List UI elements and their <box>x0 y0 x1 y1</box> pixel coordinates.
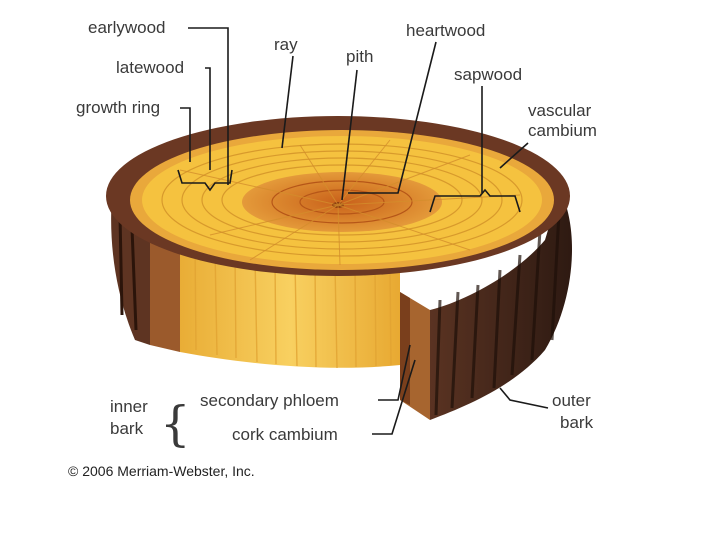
inner-bark-brace: { <box>160 396 191 452</box>
label-latewood: latewood <box>116 58 184 77</box>
label-vascular: vascular <box>528 101 592 120</box>
label-outer-bark: bark <box>560 413 594 432</box>
label-ray: ray <box>274 35 298 54</box>
label-pith: pith <box>346 47 373 66</box>
label-cork-cambium: cork cambium <box>232 425 338 444</box>
label-sapwood: sapwood <box>454 65 522 84</box>
label-heartwood: heartwood <box>406 21 485 40</box>
label-outer: outer <box>552 391 591 410</box>
label-earlywood: earlywood <box>88 18 166 37</box>
copyright-notice: © 2006 Merriam-Webster, Inc. <box>68 463 255 479</box>
label-secondary-phloem: secondary phloem <box>200 391 339 410</box>
label-inner: inner <box>110 397 148 416</box>
outer-bark-right <box>430 190 572 420</box>
label-cambium: cambium <box>528 121 597 140</box>
label-inner-bark: bark <box>110 419 144 438</box>
label-growth-ring: growth ring <box>76 98 160 117</box>
leader-lines <box>177 27 549 435</box>
secondary-phloem-left <box>150 240 180 352</box>
